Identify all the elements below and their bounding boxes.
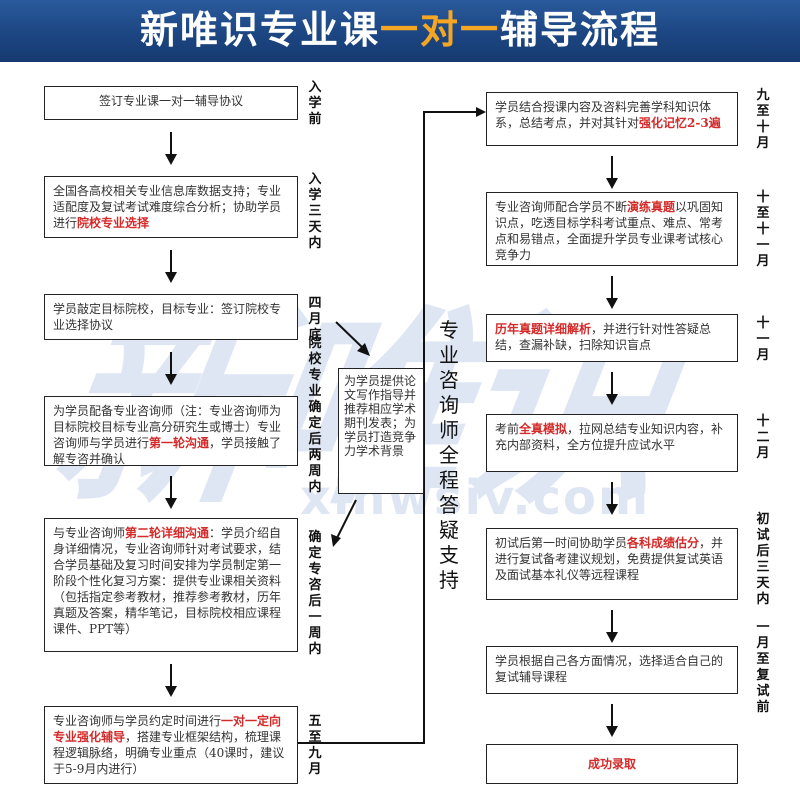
- step-first-communication: 为学员配备专业咨询师（注：专业咨询师为目标院校目标专业高分研究生或博士）专业咨询…: [44, 396, 298, 466]
- step-highlight: 院校专业选择: [77, 216, 150, 230]
- academic-support-text: 为学员提供论文写作指导并推荐相应学术期刊发表；为学员打造竞争力学术背景: [344, 374, 417, 458]
- connector-arrowhead: [476, 107, 486, 117]
- step-school-selection: 全国各高校相关专业信息库数据支持；专业适配度及复试考试难度综合分析；协助学员进行…: [44, 176, 298, 238]
- step-text: ，学员接触了解专咨并确认: [53, 436, 282, 466]
- step-text: 学员结合授课内容及咨料完善学科知识体系，总结考点，并对其针对: [495, 100, 712, 130]
- step-highlight: 强化记忆2-3遍: [639, 116, 721, 130]
- step-highlight: 演练真题: [627, 200, 676, 214]
- diagonal-arrowhead-out: [331, 534, 341, 547]
- full-support-label: 专业咨询师全程答疑支持: [439, 318, 459, 592]
- step-highlight: 历年真题详细解析: [495, 322, 592, 336]
- step-text: 与专业咨询师: [53, 526, 126, 540]
- step-past-exam-analysis: 历年真题详细解析，并进行针对性答疑总结，查漏补缺，扫除知识盲点: [486, 314, 738, 362]
- step-text: 学员根据自己各方面情况，选择适合自己的复试辅导课程: [495, 654, 724, 684]
- page-title: 新唯识专业课一对一辅导流程: [0, 0, 800, 62]
- step-highlight: 全真模拟: [519, 422, 568, 436]
- step-highlight: 第二轮详细沟通: [125, 526, 210, 540]
- connector-left-to-right: [298, 111, 481, 744]
- step-confirm-target: 学员敲定目标院校，目标专业：签订院校专业选择协议: [44, 294, 298, 340]
- step-text: 签订专业课一对一辅导协议: [98, 94, 243, 108]
- step-text: 学员敲定目标院校，目标专业：签订院校专业选择协议: [53, 302, 282, 332]
- title-part-3: 辅导流程: [500, 8, 661, 52]
- step-practice-exams: 专业咨询师配合学员不断演练真题以巩固知识点，吃透目标学科考试重点、难点、常考点和…: [486, 192, 738, 266]
- time-label-one-week: 确定专咨后一周内: [308, 530, 322, 657]
- step-admission: 成功录取: [486, 744, 738, 784]
- step-text: ，搭建专业框架结构，梳理课程逻辑脉络，明确专业重点（40课时，建议于5-9月内进…: [53, 730, 285, 776]
- step-intensive-tutoring: 专业咨询师与学员约定时间进行一对一定向专业强化辅导，搭建专业框架结构，梳理课程逻…: [44, 706, 298, 784]
- step-text: 专业咨询师与学员约定时间进行: [53, 714, 222, 728]
- step-mock-exam: 考前全真模拟，拉网总结专业知识内容，补充内部资料，全方位提升应试水平: [486, 414, 738, 472]
- step-text: 全国各高校相关专业信息库数据支持；专业适配度及复试考试难度综合分析；协助学员进行: [53, 184, 282, 230]
- diagonal-arrowhead-in: [357, 343, 370, 356]
- title-part-2: 一对一: [379, 8, 500, 52]
- time-label-oct-nov: 十至十一月: [756, 190, 770, 269]
- step-text: 专业咨询师配合学员不断: [495, 200, 628, 214]
- step-text: ，并进行针对性答疑总结，查漏补缺，扫除知识盲点: [495, 322, 712, 352]
- title-part-1: 新唯识专业课: [139, 8, 380, 52]
- step-sign-agreement: 签订专业课一对一辅导协议: [44, 86, 298, 120]
- step-text: 为学员配备专业咨询师（注：专业咨询师为目标院校目标专业高分研究生或博士）专业咨询…: [53, 404, 282, 450]
- step-second-communication: 与专业咨询师第二轮详细沟通：学员介绍自身详细情况，专业咨询师针对考试要求，结合学…: [44, 518, 298, 652]
- time-label-jan-retest: 一月至复试前: [756, 620, 770, 715]
- time-label-may-sep: 五至九月: [308, 714, 322, 777]
- time-label-two-weeks: 院校专业确定后两周内: [308, 336, 322, 495]
- step-text: 考前: [495, 422, 520, 436]
- step-highlight: 各科成绩估分: [627, 536, 700, 550]
- admission-text: 成功录取: [587, 757, 636, 771]
- title-banner: 新唯识专业课一对一辅导流程: [0, 0, 800, 62]
- time-label-november: 十一月: [756, 316, 770, 363]
- time-label-december: 十二月: [756, 414, 770, 461]
- diagonal-arrow-out: [335, 499, 357, 541]
- step-retest-course: 学员根据自己各方面情况，选择适合自己的复试辅导课程: [486, 646, 738, 694]
- academic-support-box: 为学员提供论文写作指导并推荐相应学术期刊发表；为学员打造竞争力学术背景: [338, 368, 424, 494]
- step-text: ：学员介绍自身详细情况，专业咨询师针对考试要求，结合学员基础及复习时间安排为学员…: [53, 526, 282, 636]
- time-label-before-enroll: 入学前: [308, 80, 322, 127]
- step-text: 初试后第一时间协助学员: [495, 536, 628, 550]
- step-text: ，并进行复试备考建议规划，免费提供复试英语及面试基本礼仪等远程课程: [495, 536, 724, 582]
- step-score-estimate: 初试后第一时间协助学员各科成绩估分，并进行复试备考建议规划，免费提供复试英语及面…: [486, 528, 738, 600]
- step-memorize: 学员结合授课内容及咨料完善学科知识体系，总结考点，并对其针对强化记忆2-3遍: [486, 92, 738, 146]
- time-label-april-end: 四月底: [308, 296, 322, 343]
- diagonal-arrow-in: [335, 321, 366, 351]
- step-text: ，拉网总结专业知识内容，补充内部资料，全方位提升应试水平: [495, 422, 724, 452]
- time-label-three-days: 入学三天内: [308, 172, 322, 251]
- step-highlight: 第一轮沟通: [149, 436, 210, 450]
- time-label-after-exam: 初试后三天内: [756, 512, 770, 607]
- step-highlight: 一对一定向专业强化辅导: [53, 714, 282, 744]
- time-label-sep-oct: 九至十月: [756, 88, 770, 151]
- step-text: 以巩固知识点，吃透目标学科考试重点、难点、常考点和易错点，全面提升学员专业课考试…: [495, 200, 724, 262]
